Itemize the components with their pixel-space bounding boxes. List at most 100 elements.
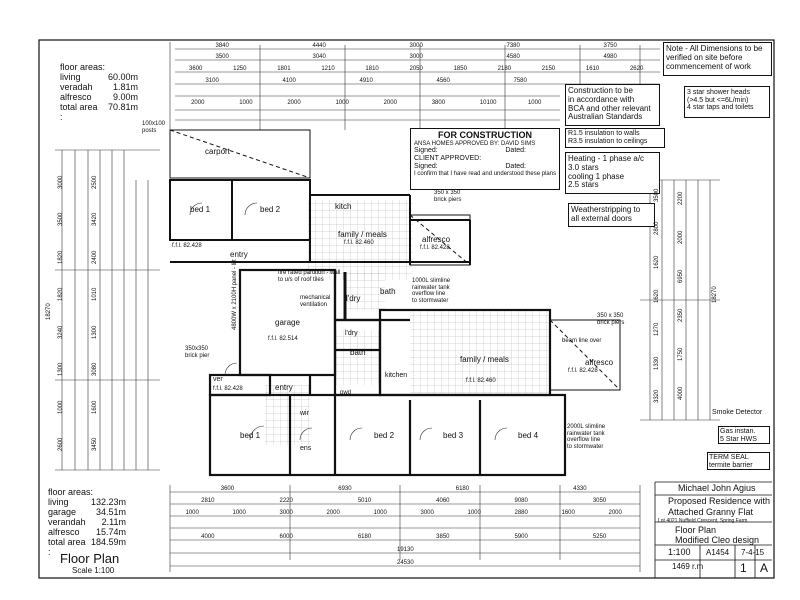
termite-note: TERM SEAL termite barrier xyxy=(707,452,770,470)
room-carport: carport xyxy=(205,147,230,156)
area-label: total area : xyxy=(60,102,98,122)
dimension-top: 1610 xyxy=(585,66,600,72)
dimension-right: 18270 xyxy=(712,285,718,303)
dimension-right: 1270 xyxy=(654,322,660,337)
construction-line2: in accordance with xyxy=(568,94,635,104)
dimension-top: 4910 xyxy=(359,78,373,84)
piers-line2: brick piers xyxy=(597,319,625,326)
dimension-bottom: 1000 xyxy=(373,510,387,516)
weather-note: Weatherstripping to all external doors xyxy=(568,203,655,227)
dimension-right: 1330 xyxy=(654,356,660,370)
area-value: 2.11m xyxy=(101,517,126,527)
stamp-title: FOR CONSTRUCTION xyxy=(438,130,532,140)
dimension-bottom: 24530 xyxy=(397,560,414,566)
area-label: alfresco xyxy=(48,527,80,537)
dimension-bottom: 19130 xyxy=(397,547,414,553)
room-bath-granny: bath xyxy=(380,287,396,296)
mech-line2: ventilation xyxy=(300,301,328,308)
dimension-top: 4580 xyxy=(506,54,520,60)
room-garage: garage xyxy=(275,318,300,327)
pier-line1: 350x350 xyxy=(185,346,209,352)
fire-line1: fire rated partition - wall xyxy=(278,270,341,276)
dimension-top: 3500 xyxy=(215,54,229,60)
room-bed1: bed 1 xyxy=(240,431,261,440)
dimension-left: 2600 xyxy=(58,437,64,452)
heating-note: Heating - 1 phase a/c 3.0 stars cooling … xyxy=(565,152,660,194)
dimension-bottom: 2220 xyxy=(279,498,293,504)
shower-line1: 3 star shower heads xyxy=(687,89,751,96)
dimension-top: 2000 xyxy=(191,100,205,106)
dimension-top: 1210 xyxy=(321,66,335,72)
dimension-left: 3240 xyxy=(58,325,64,339)
dimension-bottom: 1000 xyxy=(467,510,481,516)
drawing-title1: Floor Plan xyxy=(675,525,717,535)
revision-letter: A xyxy=(760,561,769,575)
dimension-top: 2150 xyxy=(541,66,556,72)
dimension-top: 1801 xyxy=(277,66,291,72)
posts-note: 100x100 posts xyxy=(142,121,165,134)
area-value: 15.74m xyxy=(95,527,126,537)
dimension-bottom: 6000 xyxy=(279,534,293,540)
room-ldry: l'dry xyxy=(345,330,358,337)
brick-piers-top-note: 350 x 350 brick piers xyxy=(434,190,461,203)
tank-line3: overflow line xyxy=(567,437,601,444)
verify-note: Note - All Dimensions to be verified on … xyxy=(663,42,772,76)
construction-stamp: FOR CONSTRUCTION ANSA HOMES APPROVED BY:… xyxy=(410,128,560,190)
room-kitch-granny: kitch xyxy=(335,202,352,211)
shower-line2: (>4.5 but <=6L/min) xyxy=(687,96,749,104)
ffl-family: f.f.l. 82.460 xyxy=(466,378,496,384)
dimension-bottom: 5010 xyxy=(357,498,372,504)
main-areas-heading: floor areas: xyxy=(48,487,94,497)
area-label: living xyxy=(48,497,69,507)
dimension-bottom: 2000 xyxy=(326,510,340,516)
posts-line2: posts xyxy=(142,127,157,134)
dimension-top: 1000 xyxy=(335,100,349,106)
area-value: 9.00m xyxy=(112,92,138,102)
room-bed2: bed 2 xyxy=(374,431,395,440)
plan-scale: Scale 1:100 xyxy=(72,566,115,575)
tank-top-line1: 1000L slimline xyxy=(412,278,451,284)
dimension-bottom: 1000 xyxy=(232,510,246,516)
dimension-top: 1000 xyxy=(239,100,253,106)
dimension-top: 2000 xyxy=(287,100,301,106)
ffl-alfresco-granny: f.f.l. 82.428 xyxy=(420,245,450,251)
stamp-ansa: ANSA HOMES APPROVED BY: DAVID SIMS xyxy=(414,140,536,147)
project-line1: Proposed Residence with xyxy=(668,496,771,506)
tank-top-line2: rainwater tank xyxy=(412,284,450,291)
dimension-bottom: 4000 xyxy=(201,534,215,540)
stamp-signed1: Signed: xyxy=(414,147,438,155)
dimension-right: 2200 xyxy=(678,191,684,205)
dimension-bottom: 6930 xyxy=(338,486,352,492)
fire-line2: to u/s of roof tiles xyxy=(278,276,324,283)
dimension-left: 1010 xyxy=(92,287,98,302)
ffl-alfresco: f.f.l. 82.428 xyxy=(568,368,598,374)
tank-line4: to stormwater xyxy=(567,443,604,450)
dimension-left: 3500 xyxy=(58,212,64,227)
area-row: alfresco 15.74m xyxy=(48,527,126,537)
dimension-right: 1620 xyxy=(654,289,660,303)
smoke-detector-note: Smoke Detector xyxy=(712,409,763,416)
room-entry-granny: entry xyxy=(230,250,248,259)
dimension-bottom: 3000 xyxy=(420,510,434,516)
area-value: 70.81m xyxy=(107,102,138,112)
verify-note-line1: Note - All Dimensions to be xyxy=(666,44,763,53)
area-value: 1.81m xyxy=(112,82,138,92)
room-alfresco: alfresco xyxy=(585,358,614,367)
dimension-top: 4980 xyxy=(603,54,617,60)
dimension-top: 10100 xyxy=(479,100,497,106)
plan-title: Floor Plan xyxy=(60,551,120,566)
dimension-right: 3320 xyxy=(654,389,660,404)
insulation-line1: R1.5 insulation to walls xyxy=(568,130,640,137)
dimension-top: 2180 xyxy=(497,66,512,72)
dimension-bottom: 1600 xyxy=(561,510,575,516)
dimension-top: 3000 xyxy=(409,43,423,49)
room-wir: wir xyxy=(300,410,309,417)
project-address: Lot 4021 Nuffield Crescent, Spring Farm xyxy=(658,518,748,524)
ffl-family-granny: f.f.l. 82.460 xyxy=(344,240,374,246)
area-label: total area : xyxy=(48,537,86,557)
dimension-left: 1300 xyxy=(92,325,98,339)
owner-name: Michael John Agius xyxy=(678,483,756,493)
